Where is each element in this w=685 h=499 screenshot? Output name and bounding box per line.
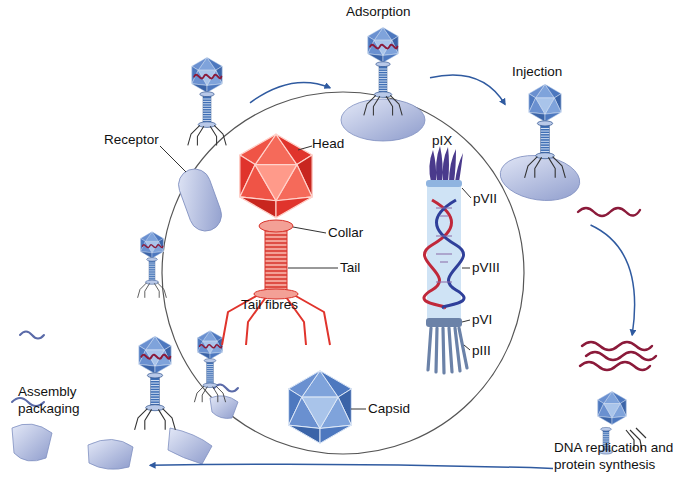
free-phage-part-part [188,57,226,145]
filamentous-phage-part [427,184,461,322]
phage-structure-part [288,146,338,268]
cycle-arrow [250,82,330,102]
capsid-shape [289,371,366,444]
assembly-phages-part [12,424,52,461]
assembly-phages [12,232,238,469]
filamentous-phage-part [428,328,467,373]
capsid-shape-part-part [289,371,352,444]
filamentous-phage-part [429,146,463,182]
assembly-phages-part [194,331,225,403]
phage-structure-part [222,295,330,345]
part-label: Capsid [368,401,410,417]
part-label: pIII [472,343,491,359]
phage-structure-part [265,235,287,287]
filamentous-phage-part [436,208,452,282]
filamentous-phage [424,146,471,373]
capsid-shape-part [289,371,352,444]
filamentous-phage-part [462,188,471,350]
stage-label: Adsorption [346,3,430,20]
phage-structure-part [265,231,287,291]
assembly-phages-part-part [194,331,225,403]
stage-group: Assembly packaging [5,225,150,478]
stage-label: DNA replication and protein synthesis [554,439,685,473]
injection-phage-part-part [525,84,566,178]
capsid-shape-part [351,409,366,410]
cycle-arrow [591,225,635,335]
part-label: pVIII [472,260,500,276]
stage-group: Receptor [100,50,250,232]
assembly-phages-part [138,232,167,298]
center-circle [162,92,524,454]
part-label: Tail fibres [241,297,298,313]
assembly-phages-part [20,332,44,339]
part-label: pVII [473,191,497,207]
adsorption-phage [341,27,425,141]
cycle-arrow [150,464,553,468]
filamentous-phage-part [426,318,462,327]
phage-structure-part-part [240,134,312,218]
adsorption-phage-part [364,27,402,115]
replication-parts-part [582,342,652,350]
stage-group: DNA replication and protein synthesis [553,335,685,480]
stage-group: Adsorption [330,2,430,145]
injection-phage-part [497,151,582,206]
filamentous-phage-part [437,200,465,308]
part-label: pIX [432,133,452,149]
stage-group: Injection [505,62,650,225]
replication-parts [580,342,656,454]
assembly-phages-part-part [138,232,167,298]
phage-structure-part [240,134,312,218]
replication-parts-part [598,392,627,425]
injection-phage [497,84,640,216]
replication-parts-part [580,362,650,370]
part-label: pVI [472,312,492,328]
part-label: Head [312,136,344,152]
free-phage-part [160,146,186,172]
injection-phage-part [525,84,566,178]
assembly-phages-part [168,428,212,464]
phage-structure [222,134,338,345]
adsorption-phage-part-part [364,27,402,115]
part-label: Collar [328,225,363,241]
assembly-phages-part [210,396,238,419]
free-phage-part [188,57,226,145]
cycle-arrow [430,75,505,104]
stage-label: Receptor [104,131,174,148]
stage-label: Injection [512,63,592,80]
replication-parts-part-part [598,392,627,425]
assembly-phages-part [135,336,176,430]
replication-parts-part [586,352,656,360]
phage-structure-part [259,220,293,232]
injection-phage-part [578,208,640,216]
assembly-phages-part [88,439,133,469]
adsorption-phage-part [341,99,425,141]
assembly-phages-part-part [135,336,176,430]
free-phage [160,57,226,235]
stage-label: Assembly packaging [18,383,98,417]
free-phage-part [174,164,226,235]
filamentous-phage-part [426,180,462,187]
part-label: Tail [340,260,360,276]
